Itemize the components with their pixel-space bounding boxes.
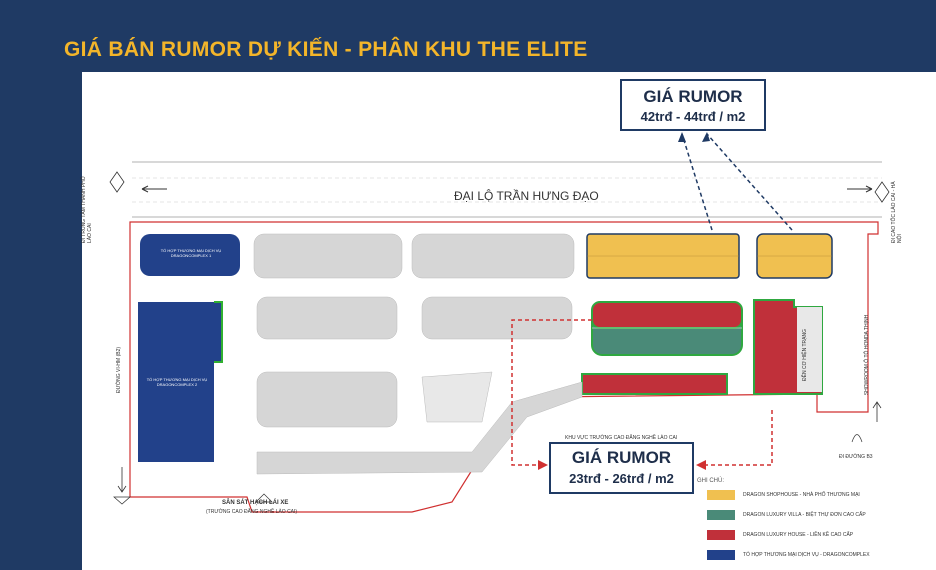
- price-top-value: 42trđ - 44trđ / m2: [640, 109, 746, 124]
- legend-item: DRAGON SHOPHOUSE - NHÀ PHỐ THƯƠNG MẠI: [707, 490, 860, 500]
- right-direction-label: ĐI CAO TỐC LÀO CAI - HÀ NỘI: [891, 181, 903, 243]
- boulevard-label: ĐẠI LỘ TRẦN HƯNG ĐẠO: [454, 189, 599, 203]
- legend-title: GHI CHÚ:: [697, 478, 724, 484]
- legend-label: DRAGON LUXURY VILLA - BIỆT THỰ ĐƠN CAO C…: [743, 512, 866, 518]
- left-direction-label: ĐI TRUNG TÂM THÀNH PHỐ LÀO CAI: [81, 176, 93, 243]
- price-bottom-value: 23trđ - 26trđ / m2: [569, 471, 674, 486]
- legend-item: DRAGON LUXURY VILLA - BIỆT THỰ ĐƠN CAO C…: [707, 510, 866, 520]
- driving-test-sub-label: (TRƯỜNG CAO ĐẲNG NGHỀ LÀO CAI): [206, 509, 298, 515]
- legend-item: TỔ HỢP THƯƠNG MẠI DỊCH VỤ - DRAGONCOMPLE…: [707, 550, 870, 560]
- legend-label: DRAGON SHOPHOUSE - NHÀ PHỐ THƯƠNG MẠI: [743, 492, 860, 498]
- legend-label: DRAGON LUXURY HOUSE - LIỀN KỀ CAO CẤP: [743, 532, 854, 538]
- school-area-label: KHU VỰC TRƯỜNG CAO ĐẲNG NGHỀ LÀO CAI: [565, 435, 678, 441]
- legend-swatch: [707, 530, 735, 540]
- road-b3-label: ĐI ĐƯỜNG B3: [839, 454, 873, 460]
- page-title: GIÁ BÁN RUMOR DỰ KIẾN - PHÂN KHU THE ELI…: [64, 38, 588, 61]
- legend-swatch: [707, 510, 735, 520]
- driving-test-label: SÂN SÁT HẠCH LÁI XE: [222, 500, 289, 506]
- site-plan-drawing: [109, 132, 890, 513]
- temple-label: ĐỀN CƠ HIỆN TRẠNG: [801, 329, 808, 381]
- showroom-label: SHOWROOM Ô TÔ HONDA THỊNH: [864, 314, 871, 396]
- left-road-label: ĐƯỜNG VI-HM (B2): [116, 346, 123, 394]
- legend-item: DRAGON LUXURY HOUSE - LIỀN KỀ CAO CẤP: [707, 530, 853, 540]
- price-box-top: GIÁ RUMOR 42trđ - 44trđ / m2: [620, 79, 766, 131]
- price-box-bottom: GIÁ RUMOR 23trđ - 26trđ / m2: [549, 442, 694, 494]
- complex-1-label: TỔ HỢP THƯƠNG MẠI DỊCH VỤ DRAGONCOMPLEX …: [160, 248, 222, 258]
- legend-swatch: [707, 550, 735, 560]
- price-bottom-label: GIÁ RUMOR: [571, 448, 672, 467]
- site-map: ĐẠI LỘ TRẦN HƯNG ĐẠO ĐI TRUNG TÂM THÀNH …: [81, 72, 936, 570]
- legend-swatch: [707, 490, 735, 500]
- price-top-label: GIÁ RUMOR: [643, 87, 743, 106]
- legend-label: TỔ HỢP THƯƠNG MẠI DỊCH VỤ - DRAGONCOMPLE…: [743, 552, 870, 558]
- complex-2-label: TỔ HỢP THƯƠNG MẠI DỊCH VỤ DRAGONCOMPLEX …: [146, 377, 208, 387]
